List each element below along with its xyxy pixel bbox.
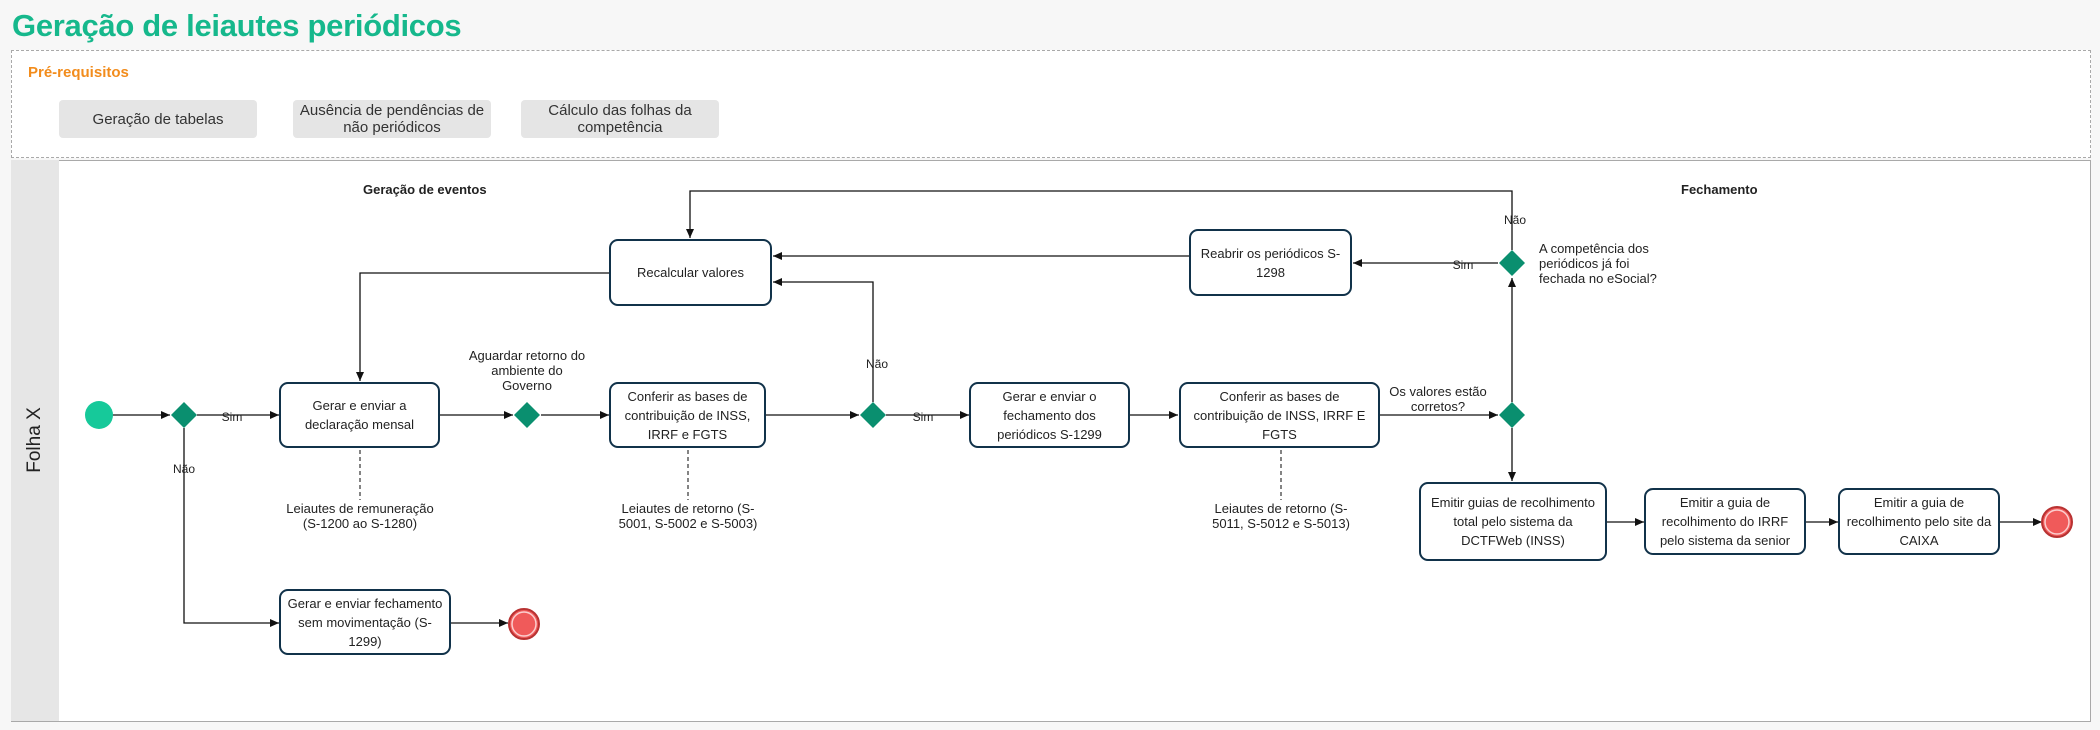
- task-emitir-guia-irrf[interactable]: Emitir a guia de recolhimento do IRRF pe…: [1644, 488, 1806, 555]
- prereq-title: Pré-requisitos: [28, 64, 129, 81]
- prereq-chip-pendencias[interactable]: Ausência de pendências de não periódicos: [293, 100, 491, 138]
- task-emitir-guias-inss[interactable]: Emitir guias de recolhimento total pelo …: [1419, 482, 1607, 561]
- end-event-fechamento: [2041, 506, 2073, 538]
- annotation-leiautes-remuneracao: Leiautes de remuneração (S-1200 ao S-128…: [286, 501, 434, 531]
- label-valores-corretos: Os valores estão corretos?: [1389, 384, 1487, 414]
- lane-header: [11, 160, 59, 721]
- flow-label-nao-2: Não: [865, 357, 889, 371]
- task-gerar-fechamento-periodicos[interactable]: Gerar e enviar o fechamento dos periódic…: [969, 382, 1130, 448]
- task-gerar-declaracao[interactable]: Gerar e enviar a declaração mensal: [279, 382, 440, 448]
- annotation-leiautes-retorno-1: Leiautes de retorno (S-5001, S-5002 e S-…: [618, 501, 758, 531]
- section-geracao-eventos: Geração de eventos: [363, 182, 487, 197]
- task-emitir-guia-caixa[interactable]: Emitir a guia de recolhimento pelo site …: [1838, 488, 2000, 555]
- label-aguardar-retorno: Aguardar retorno do ambiente do Governo: [468, 348, 586, 393]
- gateway-bases-ok: [860, 402, 886, 428]
- prereq-chip-tabelas[interactable]: Geração de tabelas: [59, 100, 257, 138]
- flow-label-nao-1: Não: [172, 462, 196, 476]
- task-conferir-bases-2[interactable]: Conferir as bases de contribuição de INS…: [1179, 382, 1380, 448]
- flow-label-sim-3: Sim: [1452, 258, 1474, 272]
- annotation-leiautes-retorno-2: Leiautes de retorno (S-5011, S-5012 e S-…: [1212, 501, 1350, 531]
- end-event-sem-movimentacao: [508, 608, 540, 640]
- task-conferir-bases-1[interactable]: Conferir as bases de contribuição de INS…: [609, 382, 766, 448]
- task-reabrir-periodicos[interactable]: Reabrir os periódicos S-1298: [1189, 229, 1352, 296]
- prereq-chip-calculo[interactable]: Cálculo das folhas da competência: [521, 100, 719, 138]
- section-fechamento: Fechamento: [1681, 182, 1758, 197]
- task-fechamento-sem-movimentacao[interactable]: Gerar e enviar fechamento sem movimentaç…: [279, 589, 451, 655]
- gateway-valores-corretos: [1499, 402, 1525, 428]
- flow-label-sim-1: Sim: [221, 410, 243, 424]
- gateway-aguardar: [514, 402, 540, 428]
- gateway-movimentacao: [171, 402, 197, 428]
- flow-label-sim-2: Sim: [912, 410, 934, 424]
- task-recalcular-valores[interactable]: Recalcular valores: [609, 239, 772, 306]
- flow-label-nao-3: Não: [1503, 213, 1527, 227]
- page-title: Geração de leiautes periódicos: [12, 8, 462, 43]
- label-competencia-fechada: A competência dos periódicos já foi fech…: [1539, 241, 1657, 286]
- gateway-competencia-fechada: [1499, 250, 1525, 276]
- start-event: [85, 401, 113, 429]
